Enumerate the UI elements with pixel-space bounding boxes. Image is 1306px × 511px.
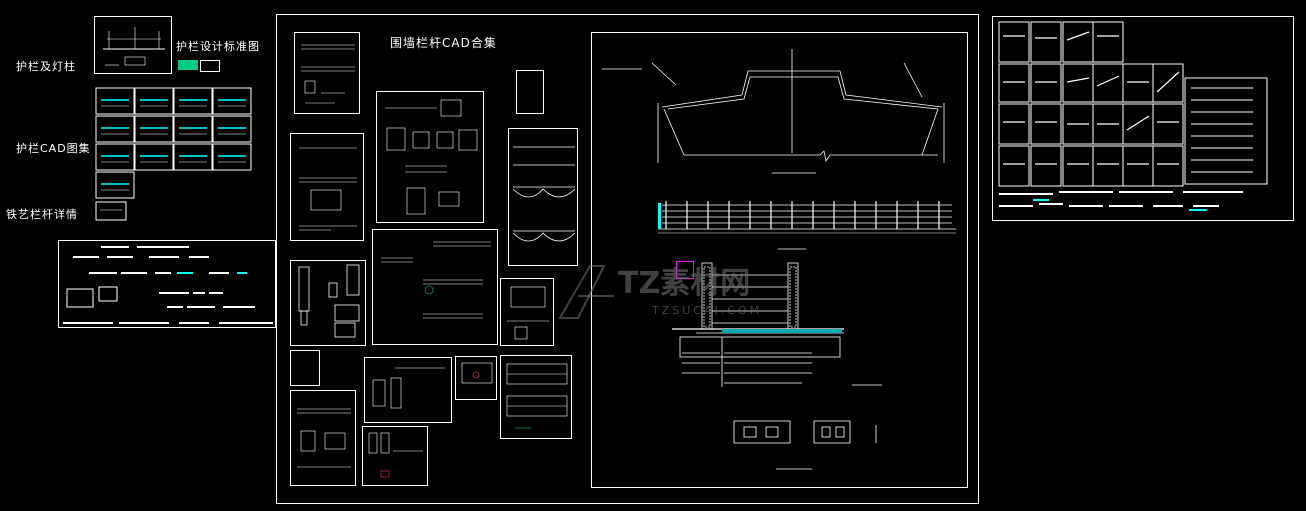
watermark-url: TZSUCAI.COM xyxy=(652,304,763,317)
drawing-b1 xyxy=(385,99,478,215)
sheet-b5[interactable] xyxy=(455,356,497,400)
sheet-a4[interactable] xyxy=(290,350,320,386)
sheet-a1[interactable] xyxy=(294,32,360,114)
drawing-a5 xyxy=(297,408,351,468)
thumbnail-grid-drawing xyxy=(95,87,252,221)
drawing-c2 xyxy=(512,146,576,242)
label-guardrail-design-standard: 护栏设计标准图 xyxy=(176,40,260,53)
sheet-b2[interactable] xyxy=(372,229,498,345)
drawing-a2 xyxy=(299,147,357,231)
right-collection-frame xyxy=(992,16,1294,221)
sheet-elevation-main[interactable] xyxy=(591,32,968,488)
cyan-hatch-strip xyxy=(722,329,842,333)
label-guardrail-lamp-post: 护栏及灯柱 xyxy=(16,60,76,73)
sheet-b3[interactable] xyxy=(364,357,452,423)
drawing-c3 xyxy=(507,286,549,340)
legend-swatch xyxy=(178,60,198,70)
sheet-c1[interactable] xyxy=(516,70,544,114)
label-wrought-iron-railing: 铁艺栏杆详情 xyxy=(6,208,78,221)
drawing-design-standard xyxy=(103,27,165,66)
sheet-a5[interactable] xyxy=(290,390,356,486)
drawing-wrought-iron-railing xyxy=(63,246,273,324)
drawing-b5 xyxy=(461,362,493,384)
sheet-c2[interactable] xyxy=(508,128,578,266)
watermark-brand: TZ素材网 xyxy=(618,266,751,301)
sheet-b4[interactable] xyxy=(362,426,428,486)
sheet-a2[interactable] xyxy=(290,133,364,241)
sheet-a3[interactable] xyxy=(290,260,366,346)
magenta-detail-marker xyxy=(676,261,694,279)
sheet-b1[interactable] xyxy=(376,91,484,223)
drawing-b2 xyxy=(381,241,491,319)
drawing-b3 xyxy=(372,367,445,409)
drawing-c4 xyxy=(506,363,568,429)
cyan-marker-fence xyxy=(658,203,661,229)
label-wall-railing-cad-collection: 围墙栏杆CAD合集 xyxy=(390,36,497,50)
sheet-wrought-iron-railing[interactable] xyxy=(58,240,276,328)
drawing-b4 xyxy=(368,432,423,478)
label-guardrail-cad-collection: 护栏CAD图集 xyxy=(16,142,91,155)
sheet-c4[interactable] xyxy=(500,355,572,439)
drawing-a3 xyxy=(298,264,360,338)
watermark-logo-icon xyxy=(558,265,614,319)
sheet-c3[interactable] xyxy=(500,278,554,346)
drawing-a1 xyxy=(301,44,355,104)
legend-box xyxy=(200,60,220,72)
main-collection-frame xyxy=(276,14,979,504)
sheet-design-standard[interactable] xyxy=(94,16,172,74)
right-thumbnail-grid xyxy=(998,21,1268,211)
